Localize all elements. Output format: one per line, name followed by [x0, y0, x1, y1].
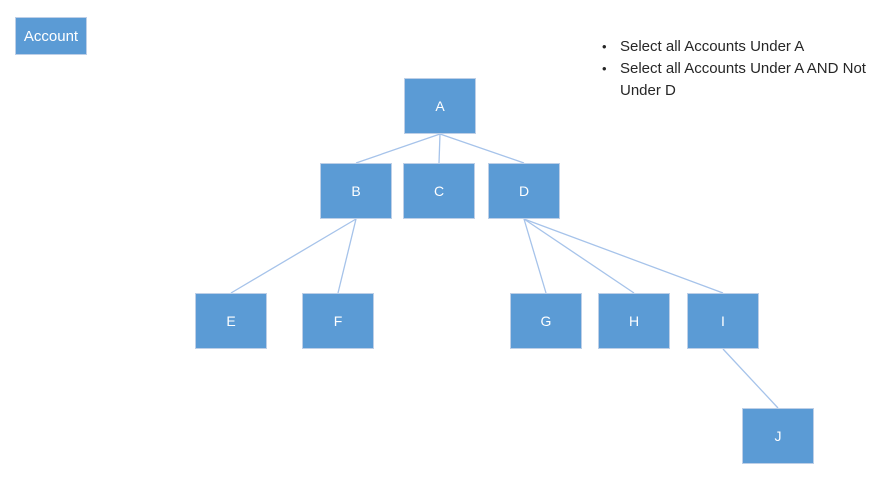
tree-node-e: E [195, 293, 267, 349]
notes-list: • Select all Accounts Under A • Select a… [594, 36, 894, 102]
note-text: Select all Accounts Under A [620, 38, 805, 55]
note-item: • Select all Accounts Under A AND Not Un… [594, 58, 894, 102]
tree-node-b: B [320, 163, 392, 219]
connector-d-i [523, 218, 724, 294]
connector-d-g [523, 218, 547, 294]
tree-node-g: G [510, 293, 582, 349]
connector-b-e [230, 218, 357, 294]
tree-node-f: F [302, 293, 374, 349]
tree-node-c: C [403, 163, 475, 219]
connector-i-j [722, 348, 779, 409]
connector-d-h [523, 218, 635, 294]
bullet-icon: • [602, 39, 607, 54]
tree-node-h: H [598, 293, 670, 349]
tree-node-a: A [404, 78, 476, 134]
tree-node-d: D [488, 163, 560, 219]
tree-node-j: J [742, 408, 814, 464]
account-legend-chip: Account [15, 17, 87, 55]
connector-a-b [355, 133, 441, 164]
note-text: Select all Accounts Under A AND Not Unde… [620, 60, 866, 99]
bullet-icon: • [602, 61, 607, 76]
connector-b-f [337, 218, 357, 294]
connector-a-d [439, 133, 525, 164]
connector-a-c [438, 133, 441, 164]
note-item: • Select all Accounts Under A [594, 36, 894, 58]
tree-node-i: I [687, 293, 759, 349]
